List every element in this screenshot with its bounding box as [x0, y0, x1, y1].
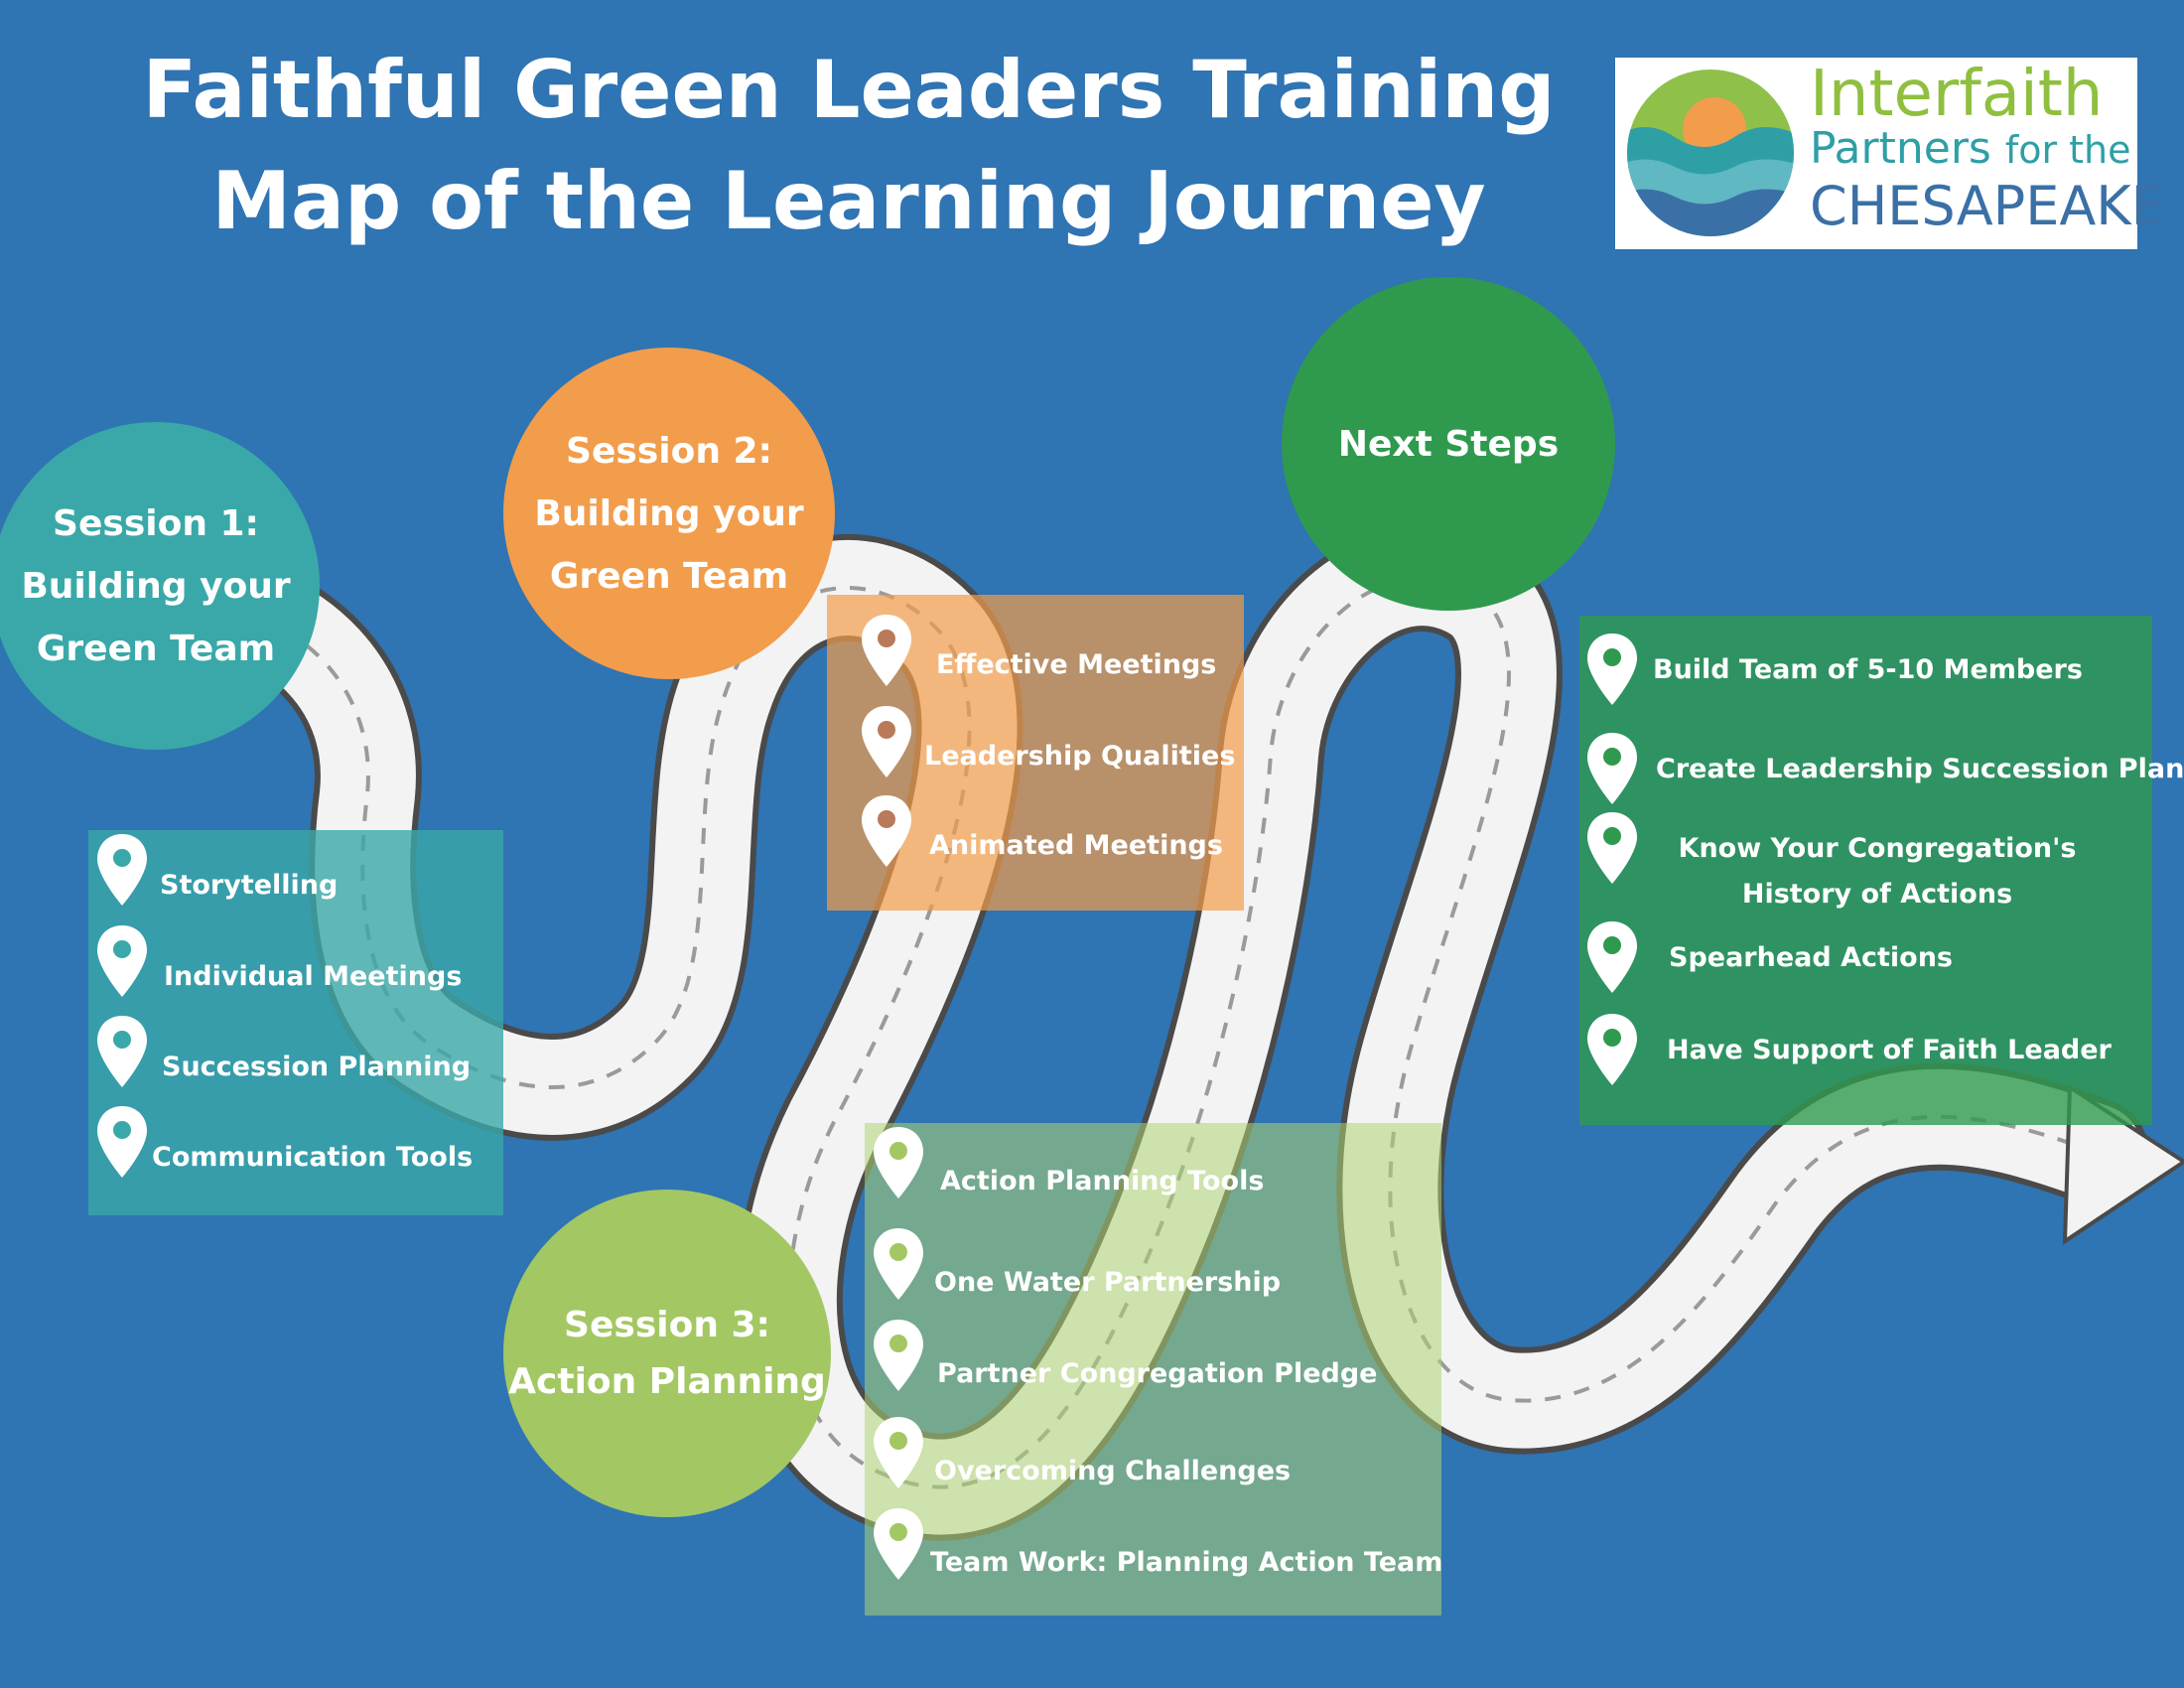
topic-label: Effective Meetings — [936, 649, 1217, 680]
topic-label: Spearhead Actions — [1669, 942, 1954, 973]
topic-label: Know Your Congregation's History of Acti… — [1678, 833, 2077, 910]
topic-label: Storytelling — [160, 870, 339, 901]
topic-label: Team Work: Planning Action Team — [930, 1547, 1443, 1578]
topic-label: One Water Partnership — [934, 1267, 1282, 1298]
session-3-circle: Session 3: Action Planning — [503, 1190, 831, 1517]
topic-label: Animated Meetings — [929, 830, 1223, 861]
map-pin-icon — [859, 704, 914, 779]
map-pin-icon — [871, 1506, 926, 1582]
page-title: Faithful Green Leaders Training Map of t… — [60, 35, 1638, 257]
topic-label: Create Leadership Succession Plan — [1656, 754, 2184, 784]
topic-label: Individual Meetings — [164, 961, 463, 992]
title-line-2: Map of the Learning Journey — [211, 155, 1486, 247]
topic-label: Succession Planning — [162, 1052, 472, 1082]
topic-label: Have Support of Faith Leader — [1667, 1035, 2112, 1065]
logo-text-partners: Partners for the — [1810, 123, 2131, 174]
logo-emblem-icon — [1627, 70, 1794, 236]
map-pin-icon — [1584, 1012, 1640, 1087]
session-2-title-line-1: Building your — [534, 492, 804, 534]
session-2-title-line-2: Green Team — [549, 555, 789, 597]
topic-label: Partner Congregation Pledge — [937, 1358, 1378, 1389]
map-pin-icon — [94, 1104, 150, 1180]
map-pin-icon — [859, 793, 914, 869]
map-pin-icon — [1584, 731, 1640, 806]
topic-label: Leadership Qualities — [924, 741, 1236, 772]
map-pin-icon — [1584, 810, 1640, 886]
session-1-label: Session 1: — [53, 502, 259, 544]
map-pin-icon — [871, 1125, 926, 1200]
session-1-title-line-2: Green Team — [36, 628, 276, 669]
title-line-1: Faithful Green Leaders Training — [142, 44, 1556, 136]
map-pin-icon — [871, 1226, 926, 1302]
map-pin-icon — [871, 1318, 926, 1393]
map-pin-icon — [859, 613, 914, 688]
session-3-title: Action Planning — [508, 1361, 826, 1402]
session-2-label: Session 2: — [566, 430, 772, 472]
map-pin-icon — [94, 923, 150, 999]
map-pin-icon — [94, 832, 150, 908]
logo-text-partners-word: Partners — [1810, 123, 2005, 174]
map-pin-icon — [1584, 632, 1640, 707]
next-steps-circle: Next Steps — [1282, 277, 1615, 611]
map-pin-icon — [94, 1014, 150, 1089]
session-3-label: Session 3: — [564, 1305, 770, 1345]
topic-label: Overcoming Challenges — [934, 1456, 1292, 1486]
logo: Interfaith Partners for the CHESAPEAKE — [1615, 58, 2165, 249]
session-2-circle: Session 2: Building your Green Team — [503, 348, 835, 679]
topic-label: Build Team of 5-10 Members — [1653, 654, 2083, 685]
session-1-title-line-1: Building your — [21, 565, 291, 607]
topic-label: Action Planning Tools — [940, 1166, 1265, 1196]
logo-text-interfaith: Interfaith — [1810, 58, 2104, 131]
map-pin-icon — [871, 1415, 926, 1490]
next-steps-label: Next Steps — [1337, 423, 1560, 465]
session-1-circle: Session 1: Building your Green Team — [0, 422, 320, 750]
logo-text-chesapeake: CHESAPEAKE — [1810, 175, 2165, 237]
topic-label: Communication Tools — [152, 1142, 474, 1173]
logo-text-for-the: for the — [2004, 128, 2131, 172]
map-pin-icon — [1584, 919, 1640, 995]
